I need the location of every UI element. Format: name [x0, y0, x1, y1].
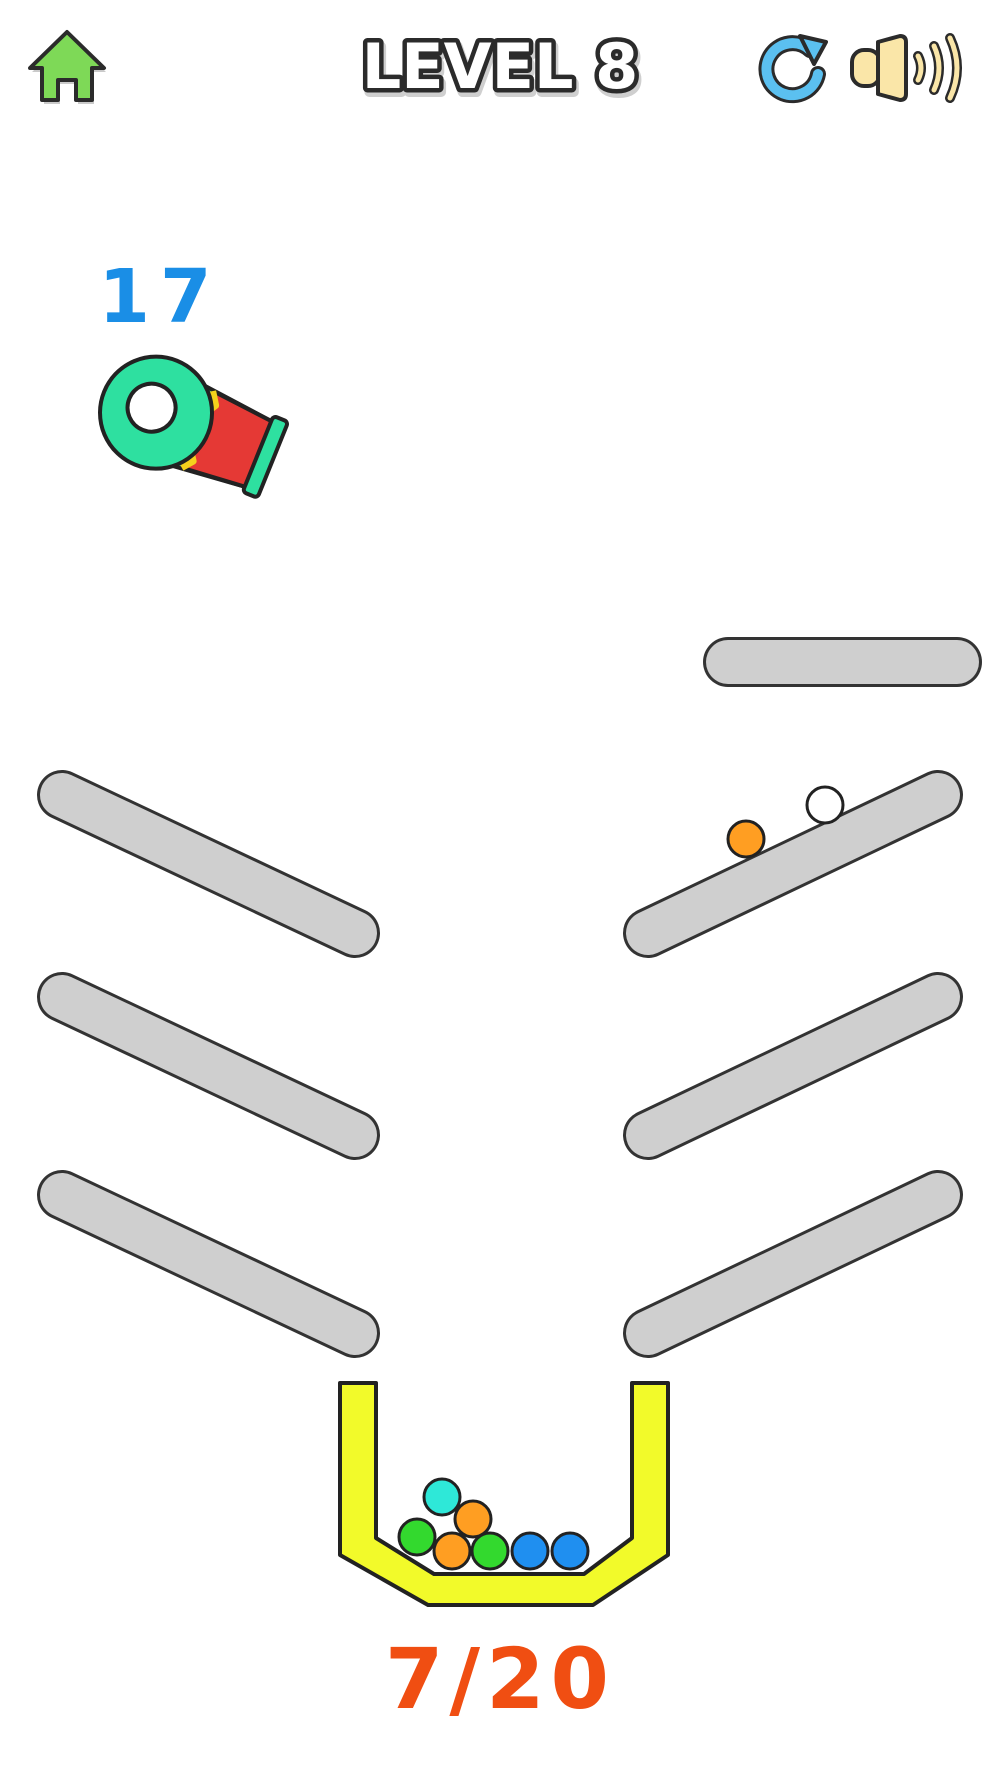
collected-progress-text: 7/20 [385, 1630, 615, 1728]
collection-cup [338, 1381, 670, 1607]
ball-green [397, 1517, 437, 1557]
ball-orange [432, 1531, 472, 1571]
balls-remaining-text: 17 [99, 254, 222, 336]
home-icon [28, 30, 106, 104]
restart-button[interactable] [752, 28, 832, 108]
collected-progress-counter: 7/20 [385, 1630, 615, 1728]
ball-white [805, 785, 845, 825]
platform-left-3-fill [40, 1173, 377, 1355]
ball-cyan [422, 1477, 462, 1517]
platform-left-1-fill [40, 773, 377, 955]
restart-icon [758, 34, 828, 104]
balls-remaining-counter: 17 [99, 254, 222, 336]
cannon-hole [125, 381, 178, 434]
platform-right-3-fill [626, 1173, 960, 1355]
sound-on-icon [850, 33, 962, 103]
platform-right-2-fill [626, 975, 960, 1157]
ball-blue [510, 1531, 550, 1571]
platform-balls [726, 785, 845, 859]
home-button[interactable] [24, 26, 110, 106]
level-title-outline: LEVEL 8 [362, 30, 638, 103]
level-title-text: LEVEL 8 [362, 30, 638, 103]
ball-orange [726, 819, 766, 859]
platform-left-2-fill [40, 975, 377, 1157]
sound-button[interactable] [848, 28, 978, 108]
ball-orange [453, 1499, 493, 1539]
ball-blue [550, 1531, 590, 1571]
platform-group-right [623, 637, 982, 1358]
level-title-shadow: LEVEL 8 [364, 34, 640, 107]
platform-right-1-fill [626, 773, 960, 955]
level-title: LEVEL 8 LEVEL 8 LEVEL 8 [357, 26, 645, 113]
ball-green [470, 1531, 510, 1571]
cup-balls [397, 1477, 590, 1571]
ball-cannon[interactable] [92, 336, 302, 516]
platform-group-left [37, 770, 380, 1358]
